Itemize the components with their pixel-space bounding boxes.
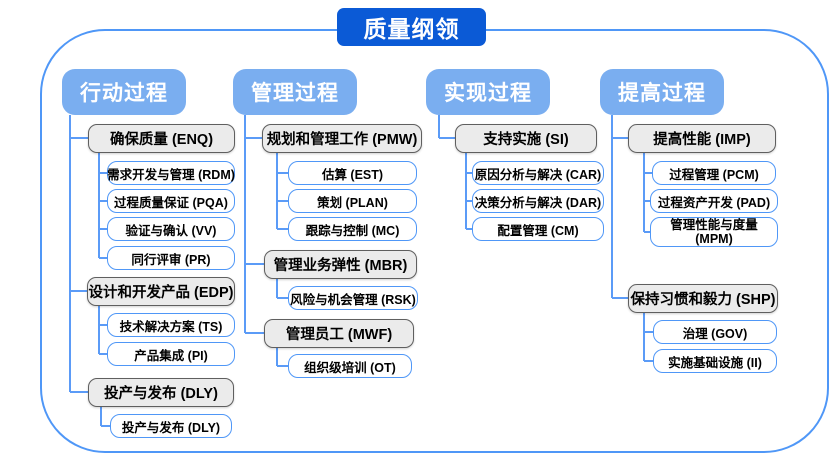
leaf-node-pi: 产品集成 (PI) [107, 342, 235, 366]
leaf-node-gov: 治理 (GOV) [653, 320, 777, 344]
group-node-shp: 保持习惯和毅力 (SHP) [628, 284, 778, 313]
leaf-node-ii: 实施基础设施 (II) [653, 349, 777, 373]
header-improvement-process: 提高过程 [600, 69, 724, 115]
group-node-pmw: 规划和管理工作 (PMW) [262, 124, 422, 153]
group-node-imp: 提高性能 (IMP) [628, 124, 776, 153]
leaf-node-plan: 策划 (PLAN) [288, 189, 417, 213]
leaf-node-pqa: 过程质量保证 (PQA) [107, 189, 235, 213]
leaf-node-vv: 验证与确认 (VV) [107, 217, 235, 241]
group-node-dly: 投产与发布 (DLY) [88, 378, 234, 407]
leaf-node-pad: 过程资产开发 (PAD) [650, 189, 778, 213]
group-node-si: 支持实施 (SI) [455, 124, 597, 153]
leaf-node-mpm: 管理性能与度量 (MPM) [650, 217, 778, 247]
leaf-node-car: 原因分析与解决 (CAR) [472, 161, 604, 185]
leaf-node-pcm: 过程管理 (PCM) [652, 161, 776, 185]
leaf-node-rsk: 风险与机会管理 (RSK) [288, 286, 418, 310]
leaf-node-cm: 配置管理 (CM) [472, 217, 604, 241]
group-node-edp: 设计和开发产品 (EDP) [87, 277, 235, 306]
leaf-node-est: 估算 (EST) [288, 161, 417, 185]
leaf-node-ts: 技术解决方案 (TS) [107, 313, 235, 337]
diagram-title: 质量纲领 [337, 8, 486, 46]
leaf-node-pr: 同行评审 (PR) [107, 246, 235, 270]
leaf-node-dly: 投产与发布 (DLY) [110, 414, 232, 438]
leaf-node-rdm: 需求开发与管理 (RDM) [107, 161, 235, 185]
group-node-mbr: 管理业务弹性 (MBR) [264, 250, 417, 279]
group-node-enq: 确保质量 (ENQ) [88, 124, 235, 153]
header-management-process: 管理过程 [233, 69, 357, 115]
leaf-node-ot: 组织级培训 (OT) [288, 354, 412, 378]
header-realization-process: 实现过程 [426, 69, 550, 115]
header-action-process: 行动过程 [62, 69, 186, 115]
leaf-node-dar: 决策分析与解决 (DAR) [472, 189, 604, 213]
leaf-node-mc: 跟踪与控制 (MC) [288, 217, 417, 241]
group-node-mwf: 管理员工 (MWF) [264, 319, 414, 348]
